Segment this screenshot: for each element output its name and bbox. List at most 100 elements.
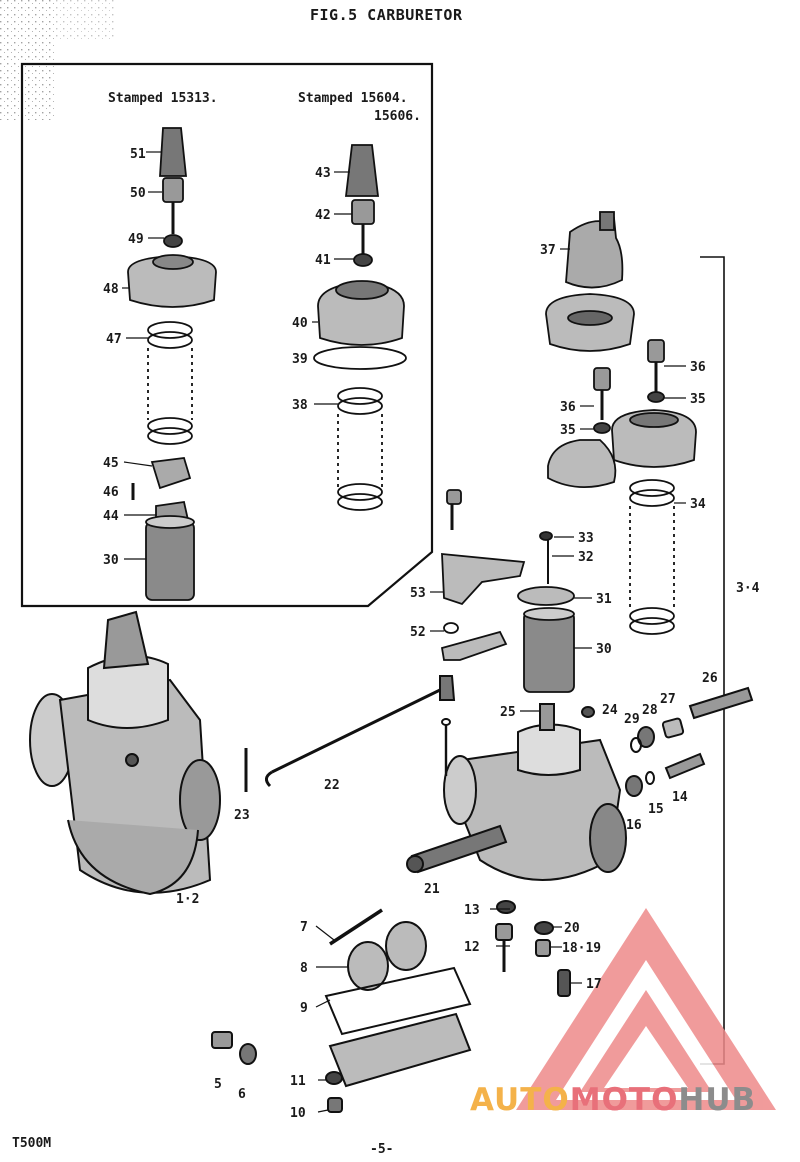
label-21: 21 xyxy=(424,882,440,897)
part-10-bolt xyxy=(327,1097,343,1113)
label-40: 40 xyxy=(292,316,308,331)
label-47: 47 xyxy=(106,332,122,347)
watermark-part-2: MOTO xyxy=(569,1082,679,1118)
label-51: 51 xyxy=(130,147,146,162)
leader-lines xyxy=(122,151,686,1113)
part-51-cap xyxy=(159,127,187,177)
label-41: 41 xyxy=(315,253,331,268)
part-43-cap xyxy=(344,144,380,197)
part-30-valve-top xyxy=(145,515,195,529)
scan-noise xyxy=(0,0,55,120)
carb-cap xyxy=(102,610,150,670)
part-37-nipple xyxy=(599,211,615,231)
label-22: 22 xyxy=(324,778,340,793)
part-6-washer xyxy=(239,1043,257,1065)
part-31-plate xyxy=(517,586,575,606)
part-7-pin xyxy=(329,908,383,946)
part-47-spring-top xyxy=(147,321,193,339)
watermark-text: AUTOMOTOHUB xyxy=(470,1082,756,1118)
part-29-washer xyxy=(630,737,642,753)
part-35-nut-a xyxy=(647,391,665,403)
part-labels: 51 50 49 48 47 45 46 44 30 43 42 41 40 3… xyxy=(103,147,760,1121)
part-30-throttle-valve xyxy=(145,521,195,601)
part-22-rod xyxy=(271,688,441,774)
part-45-clip xyxy=(150,457,192,490)
label-17: 17 xyxy=(586,977,602,992)
inset-frame xyxy=(20,62,434,608)
label-16: 16 xyxy=(626,818,642,833)
label-28: 28 xyxy=(642,703,658,718)
part-48-top xyxy=(127,255,217,308)
model-label: T500M xyxy=(12,1136,52,1151)
part-42-adjuster xyxy=(351,199,375,225)
label-31: 31 xyxy=(596,592,612,607)
label-46: 46 xyxy=(103,485,119,500)
body-intake xyxy=(443,755,477,825)
carb-outlet xyxy=(179,759,221,841)
mixing-top-boss xyxy=(629,412,679,428)
part-30-throttle-valve-right xyxy=(523,611,575,693)
part-12-jet xyxy=(495,923,513,941)
label-37: 37 xyxy=(540,243,556,258)
watermark-logo xyxy=(516,908,776,1110)
right-upper-parts xyxy=(440,211,697,693)
label-45: 45 xyxy=(103,456,119,471)
label-1-2: 1·2 xyxy=(176,892,199,907)
label-10: 10 xyxy=(290,1106,306,1121)
label-14: 14 xyxy=(672,790,688,805)
part-26-screw xyxy=(688,686,754,720)
body-outlet xyxy=(589,803,627,873)
watermark-part-3: HUB xyxy=(678,1082,757,1118)
label-29: 29 xyxy=(624,712,640,727)
part-18-19-jet xyxy=(535,939,551,957)
part-40-top xyxy=(317,281,405,346)
label-30-inset: 30 xyxy=(103,553,119,568)
label-50: 50 xyxy=(130,186,146,201)
label-53: 53 xyxy=(410,586,426,601)
label-7: 7 xyxy=(300,920,308,935)
page-number: -5- xyxy=(370,1142,394,1157)
part-36-adjuster-a xyxy=(647,339,665,363)
figure-title: FIG.5 CARBURETOR xyxy=(310,6,463,24)
part-36-adjuster-b xyxy=(593,367,611,391)
part-39-gasket xyxy=(313,346,407,370)
label-48: 48 xyxy=(103,282,119,297)
ring-nut-hole xyxy=(567,310,613,326)
part-37-cap xyxy=(565,216,624,289)
carb-screw xyxy=(125,753,139,767)
part-52-lever xyxy=(440,630,508,661)
label-18-19: 18·19 xyxy=(562,941,601,956)
jet-needle-clip xyxy=(441,718,451,726)
part-22-rod-hook xyxy=(265,770,273,788)
part-11-washer xyxy=(325,1071,343,1085)
part-34-spring-top xyxy=(629,489,675,507)
watermark-triangle-cut xyxy=(604,1026,688,1088)
part-28-spring xyxy=(637,726,655,748)
label-33: 33 xyxy=(578,531,594,546)
part-38-spring-bottom xyxy=(337,493,383,511)
part-49-nut xyxy=(163,234,183,248)
part-8-float-b xyxy=(385,921,427,971)
assembled-carburetor xyxy=(29,610,221,896)
part-8-float-a xyxy=(347,941,389,991)
label-27: 27 xyxy=(660,692,676,707)
part-20-washer xyxy=(534,921,554,935)
part-34-spring-bottom xyxy=(629,607,675,625)
assembly-bracket xyxy=(700,256,725,1065)
label-23: 23 xyxy=(234,808,250,823)
label-44: 44 xyxy=(103,509,119,524)
label-32: 32 xyxy=(578,550,594,565)
part-24-plug xyxy=(581,706,595,718)
part-47-spring-top xyxy=(147,331,193,349)
label-6: 6 xyxy=(238,1087,246,1102)
part-34-spring-bottom xyxy=(629,617,675,635)
part-9-gasket xyxy=(324,966,472,1036)
label-3-4: 3·4 xyxy=(736,581,760,596)
part-47-spring-bottom xyxy=(147,427,193,445)
inset-right-parts xyxy=(313,144,407,511)
part-38-spring-top xyxy=(337,397,383,415)
part-47-spring-bottom xyxy=(147,417,193,435)
part-35-nut-b xyxy=(593,422,611,434)
right-carb-body xyxy=(406,675,754,881)
